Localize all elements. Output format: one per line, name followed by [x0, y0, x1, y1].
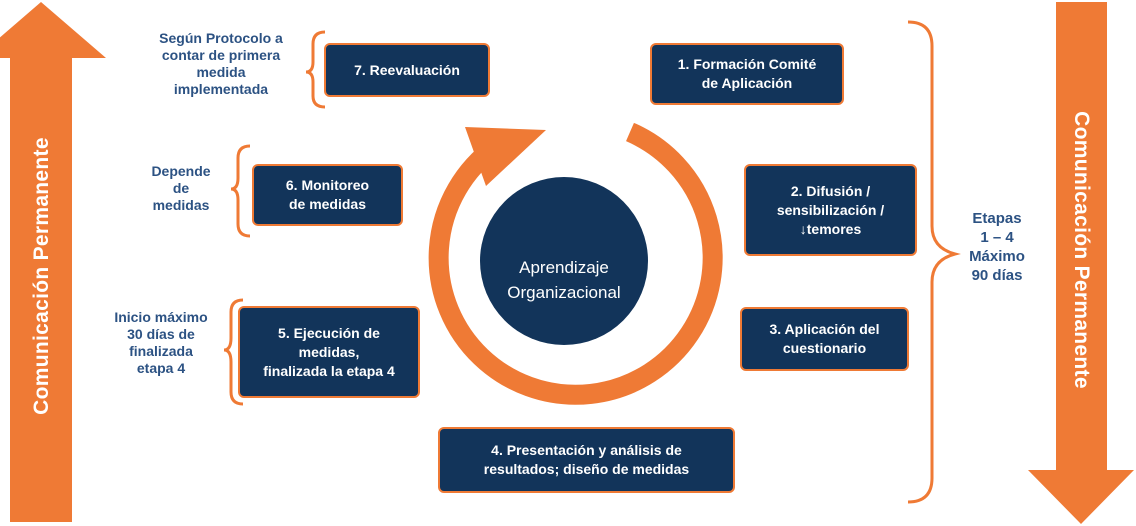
- right-down-arrow: [1028, 2, 1134, 524]
- note-step7: Según Protocolo a contar de primera medi…: [159, 30, 283, 97]
- step-2-box: 2. Difusión / sensibilización / ↓temores: [744, 164, 917, 256]
- brace-step7: [305, 30, 326, 109]
- brace-step5: [223, 298, 244, 406]
- step-6-box: 6. Monitoreo de medidas: [252, 164, 403, 226]
- step-7-box: 7. Reevaluación: [324, 43, 490, 97]
- note-stages-1-4: Etapas 1 – 4 Máximo 90 días: [969, 210, 1025, 284]
- left-up-arrow: [0, 2, 106, 522]
- step-3-box: 3. Aplicación del cuestionario: [740, 307, 909, 371]
- cycle-arrow-head: [465, 127, 546, 186]
- note-step6: Depende de medidas: [151, 163, 211, 213]
- step-4-box: 4. Presentación y análisis de resultados…: [438, 427, 735, 493]
- brace-step6: [230, 144, 251, 238]
- cycle-arrow-ring: [428, 122, 723, 405]
- note-step5: Inicio máximo 30 días de finalizada etap…: [114, 309, 208, 376]
- center-label: Aprendizaje Organizacional: [507, 258, 621, 302]
- brace-stages-1-4: [907, 20, 961, 504]
- side-label-right: Comunicación Permanente: [1070, 111, 1093, 389]
- center-circle: [480, 177, 648, 345]
- side-label-left: Comunicación Permanente: [30, 137, 53, 415]
- step-1-box: 1. Formación Comité de Aplicación: [650, 43, 844, 105]
- step-5-box: 5. Ejecución de medidas, finalizada la e…: [238, 306, 420, 398]
